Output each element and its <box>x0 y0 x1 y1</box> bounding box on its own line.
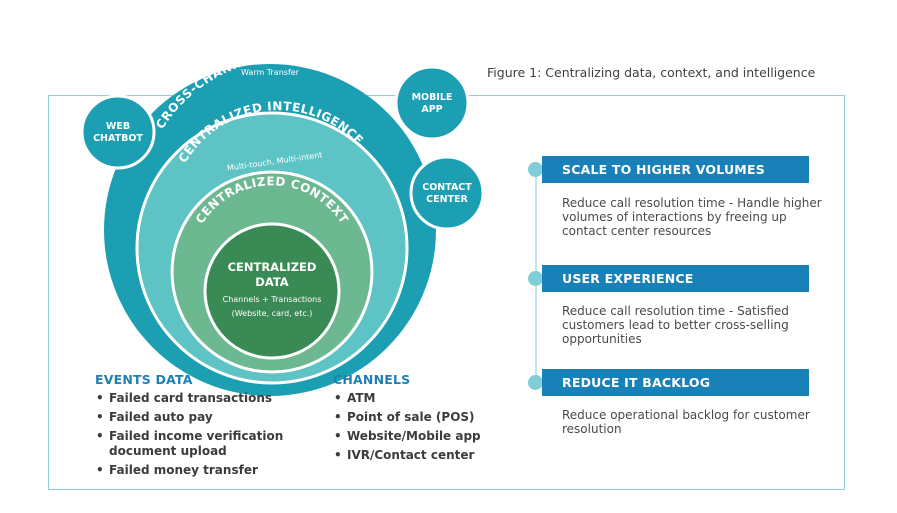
satellite-mobile-app: MOBILE APP <box>394 65 470 141</box>
web-chatbot-label-1: WEB <box>106 121 130 132</box>
benefit-2-header: USER EXPERIENCE <box>542 265 809 292</box>
benefit-3-header: REDUCE IT BACKLOG <box>542 369 809 396</box>
mobile-app-label-2: APP <box>421 104 442 115</box>
contact-center-label-1: CONTACT <box>422 182 472 193</box>
data-core-title-2: DATA <box>255 275 289 289</box>
events-data-title: EVENTS DATA <box>95 372 193 387</box>
timeline-dot <box>528 375 543 390</box>
timeline-dot <box>528 271 543 286</box>
benefit-1-text: Reduce call resolution time - Handle hig… <box>562 196 822 238</box>
event-item: Failed card transactions <box>95 391 310 406</box>
satellite-web-chatbot: WEB CHATBOT <box>80 94 156 170</box>
benefit-3-text: Reduce operational backlog for customer … <box>562 408 810 436</box>
figure-caption: Figure 1: Centralizing data, context, an… <box>487 65 816 80</box>
channel-item: IVR/Contact center <box>333 448 513 463</box>
data-core-detail-2: (Website, card, etc.) <box>232 309 313 318</box>
channels-title: CHANNELS <box>333 372 411 387</box>
mobile-app-label-1: MOBILE <box>412 92 453 103</box>
channel-item: Website/Mobile app <box>333 429 513 444</box>
data-core-title-1: CENTRALIZED <box>228 260 317 274</box>
channel-item: ATM <box>333 391 513 406</box>
event-item: Failed income verification document uplo… <box>95 429 310 459</box>
benefit-1-header: SCALE TO HIGHER VOLUMES <box>542 156 809 183</box>
timeline-dot <box>528 162 543 177</box>
outer-ring-subtitle: Warm Transfer <box>241 68 300 77</box>
contact-center-label-2: CENTER <box>426 194 468 205</box>
data-core <box>203 222 341 360</box>
channel-item: Point of sale (POS) <box>333 410 513 425</box>
event-item: Failed money transfer <box>95 463 310 478</box>
benefit-2-text: Reduce call resolution time - Satisfied … <box>562 304 789 346</box>
event-item: Failed auto pay <box>95 410 310 425</box>
channels-list: CHANNELS ATM Point of sale (POS) Website… <box>333 372 513 467</box>
data-core-detail-1: Channels + Transactions <box>223 295 322 304</box>
web-chatbot-label-2: CHATBOT <box>93 133 143 144</box>
satellite-contact-center: CONTACT CENTER <box>409 155 485 231</box>
events-data-list: EVENTS DATA Failed card transactions Fai… <box>95 372 310 482</box>
